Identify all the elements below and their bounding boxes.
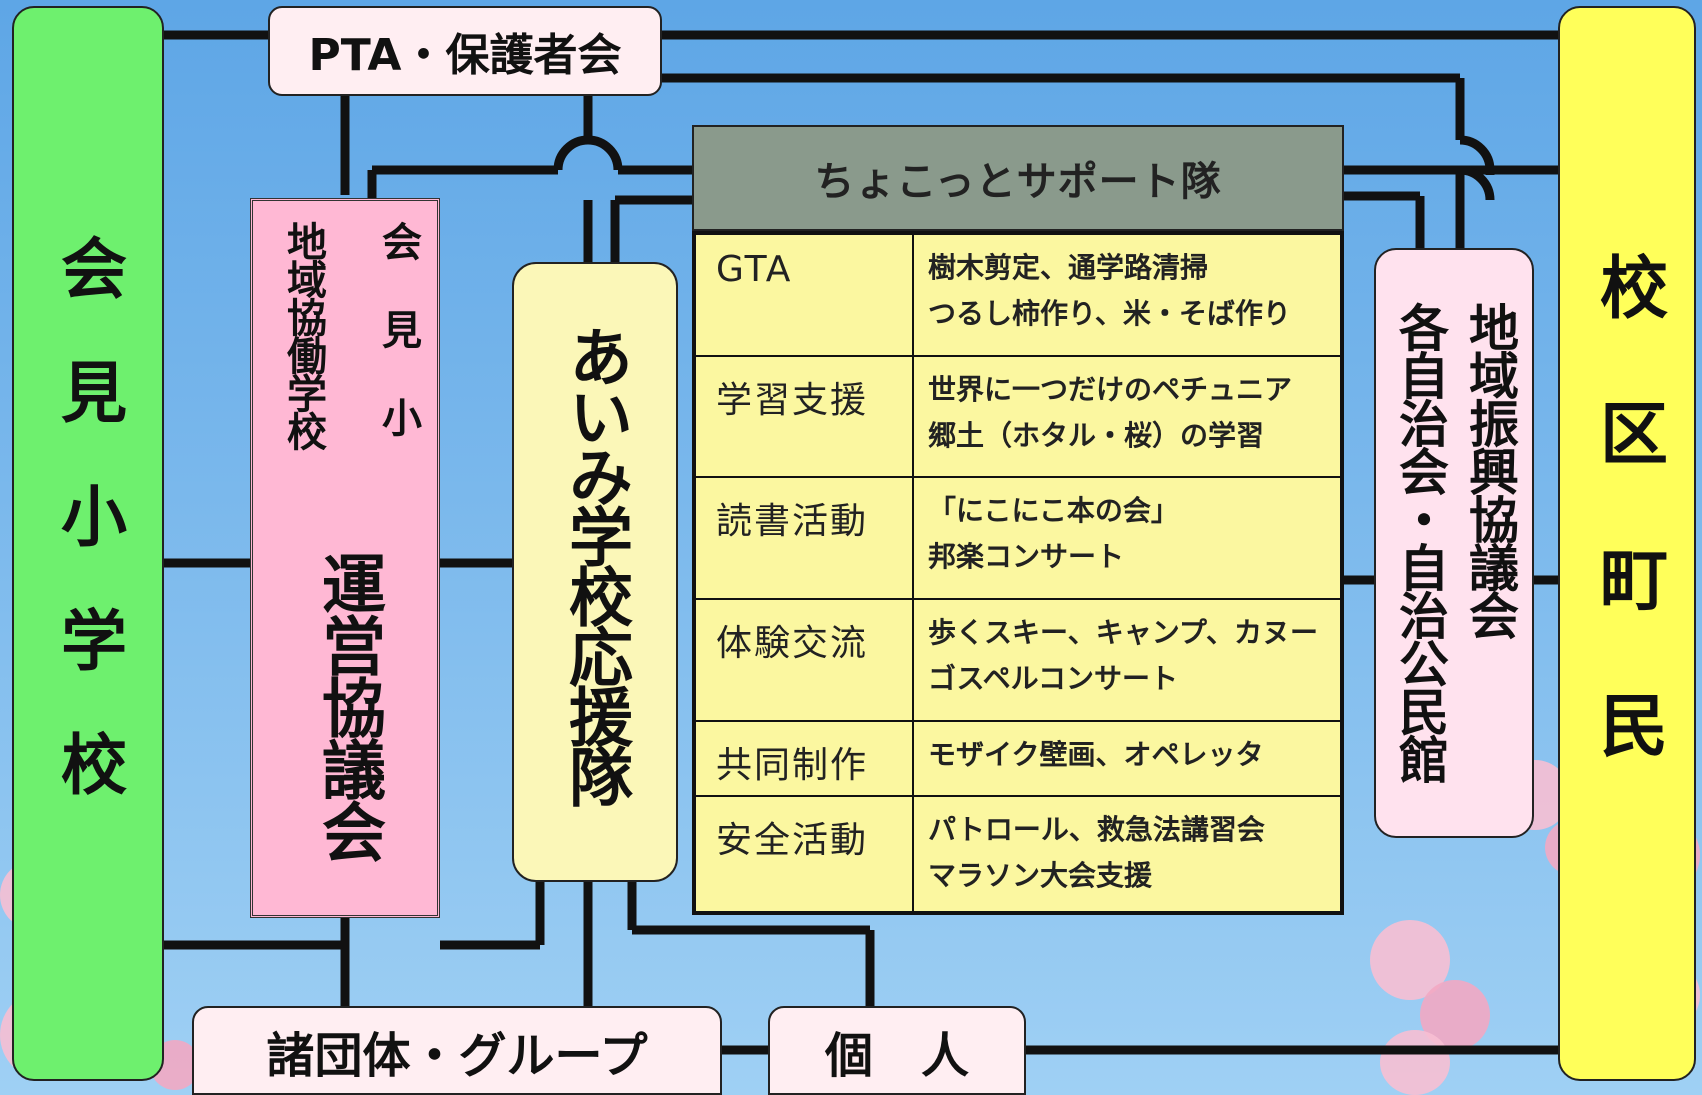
individual-label: 個 人: [824, 1027, 969, 1084]
activity-cell: 歩くスキー、キャンプ、カヌー ゴスペルコンサート: [928, 616, 1319, 695]
activity-cell: パトロール、救急法講習会 マラソン大会支援: [928, 813, 1265, 892]
activity-cell: 世界に一つだけのペチュニア 郷土（ホタル・桜）の学習: [928, 373, 1293, 452]
table-body: GTA 樹木剪定、通学路清掃 つるし柿作り、米・そば作り 学習支援 世界に一つだ…: [692, 231, 1344, 915]
council-type: 地域協働学校: [280, 221, 326, 449]
table-row: 学習支援 世界に一つだけのペチュニア 郷土（ホタル・桜）の学習: [696, 357, 1340, 478]
activity-cell: 「にこにこ本の会」 邦楽コンサート: [928, 494, 1179, 573]
table-row: 読書活動 「にこにこ本の会」 邦楽コンサート: [696, 478, 1340, 600]
activity-cell: モザイク壁画、オペレッタ: [928, 738, 1264, 771]
table-row: 体験交流 歩くスキー、キャンプ、カヌー ゴスペルコンサート: [696, 600, 1340, 722]
individual-box: 個 人: [768, 1006, 1026, 1095]
school-label: 会見小学校: [50, 233, 127, 854]
category-cell: 安全活動: [696, 797, 914, 911]
category-cell: GTA: [696, 235, 914, 355]
council-school-name: 会見小: [375, 221, 421, 485]
table-row: 共同制作 モザイク壁画、オペレッタ: [696, 722, 1340, 797]
council-main-label: 運営協議会: [311, 551, 385, 861]
district-box: 校区町民: [1558, 6, 1696, 1081]
pta-label: PTA・保護者会: [308, 30, 622, 81]
community-council-label: 地域振興協議会: [1461, 302, 1519, 638]
groups-label: 諸団体・グループ: [266, 1027, 648, 1084]
support-squad-label: あいみ学校応援隊: [558, 324, 632, 804]
support-squad-box: あいみ学校応援隊: [512, 262, 678, 882]
school-box: 会見小学校: [12, 6, 164, 1081]
activity-cell: 樹木剪定、通学路清掃 つるし柿作り、米・そば作り: [928, 251, 1291, 330]
pta-box: PTA・保護者会: [268, 6, 662, 96]
category-cell: 共同制作: [696, 722, 914, 795]
district-label: 校区町民: [1587, 251, 1667, 836]
chokotto-support-table: ちょこっとサポート隊 GTA 樹木剪定、通学路清掃 つるし柿作り、米・そば作り …: [692, 125, 1344, 915]
category-cell: 学習支援: [696, 357, 914, 476]
table-row: 安全活動 パトロール、救急法講習会 マラソン大会支援: [696, 797, 1340, 911]
community-box: 地域振興協議会 各自治会・自治公民館: [1374, 248, 1534, 838]
council-box: 会見小 地域協働学校 運営協議会: [250, 198, 440, 918]
table-title: ちょこっとサポート隊: [692, 125, 1344, 231]
groups-box: 諸団体・グループ: [192, 1006, 722, 1095]
community-associations-label: 各自治会・自治公民館: [1391, 302, 1449, 782]
category-cell: 読書活動: [696, 478, 914, 598]
category-cell: 体験交流: [696, 600, 914, 720]
table-row: GTA 樹木剪定、通学路清掃 つるし柿作り、米・そば作り: [696, 235, 1340, 357]
